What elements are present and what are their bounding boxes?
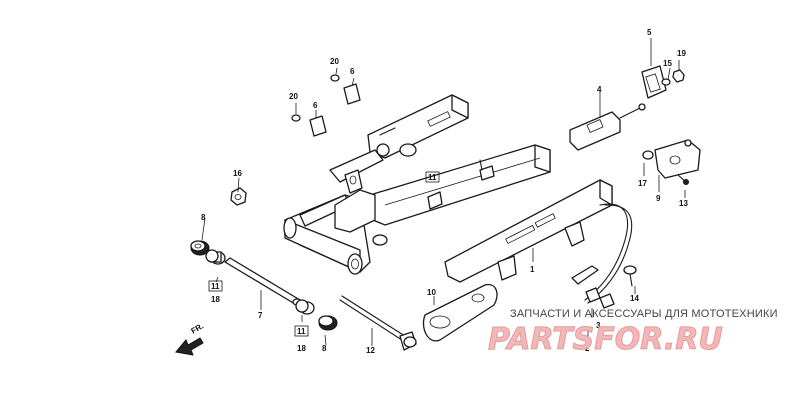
bolt-14	[623, 265, 637, 287]
label-1: 1	[530, 265, 535, 274]
pivot-bolt	[339, 295, 417, 351]
label-8-right: 8	[322, 344, 327, 353]
label-19: 19	[677, 49, 686, 58]
nut-19	[672, 69, 685, 83]
boxed-label-11-top: 11	[425, 171, 440, 183]
label-2: 2	[585, 344, 590, 353]
bracket-9	[654, 139, 701, 179]
label-18-right: 18	[297, 344, 306, 353]
label-11-top: 11	[428, 173, 437, 182]
label-11-left: 11	[211, 282, 220, 291]
bushing-right	[295, 299, 315, 315]
bracket-6-lower	[309, 115, 327, 137]
front-direction-arrow: FR.	[175, 321, 206, 356]
label-5: 5	[647, 28, 652, 37]
bushing-left	[205, 249, 226, 265]
label-12: 12	[366, 346, 375, 355]
direction-label: FR.	[190, 321, 206, 335]
label-13: 13	[679, 199, 688, 208]
watermark-logo: PARTSFOR.RU	[488, 322, 723, 357]
label-10: 10	[427, 288, 436, 297]
adjuster-block-upper	[427, 191, 443, 210]
nut-16	[230, 187, 247, 206]
chain-adjuster-plate	[569, 103, 646, 151]
watermark-caption: ЗАПЧАСТИ И АКСЕССУАРЫ ДЛЯ МОТОТЕХНИКИ	[510, 308, 778, 320]
bolt-13	[677, 174, 689, 185]
label-9: 9	[656, 194, 661, 203]
bolt-20-upper	[330, 74, 340, 82]
chain-slider	[422, 283, 498, 342]
label-11-right: 11	[297, 327, 306, 336]
label-6-lower: 6	[313, 101, 318, 110]
label-20-upper: 20	[330, 57, 339, 66]
boxed-label-11-left: 11	[208, 280, 223, 292]
label-8-left: 8	[201, 213, 206, 222]
clip-parts	[571, 265, 615, 309]
label-18-left: 18	[211, 295, 220, 304]
pivot-shaft	[224, 257, 302, 306]
collar-left	[190, 240, 210, 256]
boxed-label-11-right: 11	[294, 325, 309, 337]
swingarm	[283, 94, 551, 275]
collar-right	[318, 315, 338, 331]
label-15: 15	[663, 59, 672, 68]
adjuster-plate-5	[641, 65, 667, 99]
bolt-20-lower	[291, 114, 301, 122]
bolt-17	[642, 150, 654, 160]
label-20-lower: 20	[289, 92, 298, 101]
watermark: ЗАПЧАСТИ И АКСЕССУАРЫ ДЛЯ МОТОТЕХНИКИ PA…	[488, 308, 778, 358]
label-14: 14	[630, 294, 639, 303]
label-3: 3	[596, 321, 601, 330]
part-labels: 1 4 5 6 6 7 8 8 9 10 12 13 14 15 16 17 1…	[201, 28, 688, 355]
nut-15	[661, 78, 671, 86]
bracket-6-upper	[343, 83, 361, 105]
label-16: 16	[233, 169, 242, 178]
label-7: 7	[258, 311, 263, 320]
label-17: 17	[638, 179, 647, 188]
label-4: 4	[597, 85, 602, 94]
chain-guard	[444, 179, 613, 283]
label-6-upper: 6	[350, 67, 355, 76]
